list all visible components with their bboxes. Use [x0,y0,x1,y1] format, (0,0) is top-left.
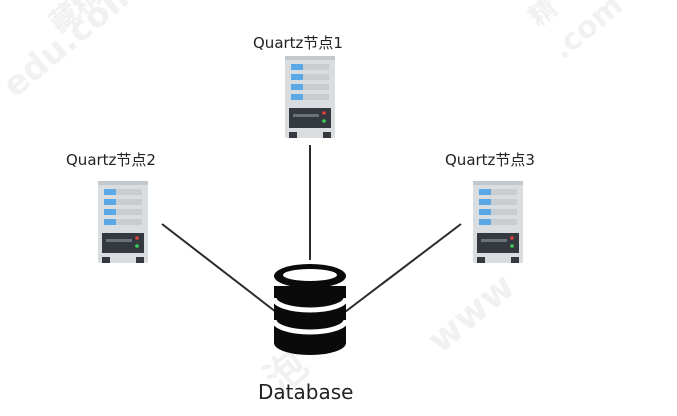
connections [161,145,462,313]
edge-node2-database [161,223,277,313]
server-icon [473,181,523,263]
database-label: Database [258,380,354,404]
node-label-2: Quartz节点2 [66,151,156,169]
server-icon [285,56,335,138]
database-icon [271,264,349,355]
edge-node3-database [344,223,462,313]
node-label-1: Quartz节点1 [253,34,343,52]
server-icon [98,181,148,263]
node-label-3: Quartz节点3 [445,151,535,169]
